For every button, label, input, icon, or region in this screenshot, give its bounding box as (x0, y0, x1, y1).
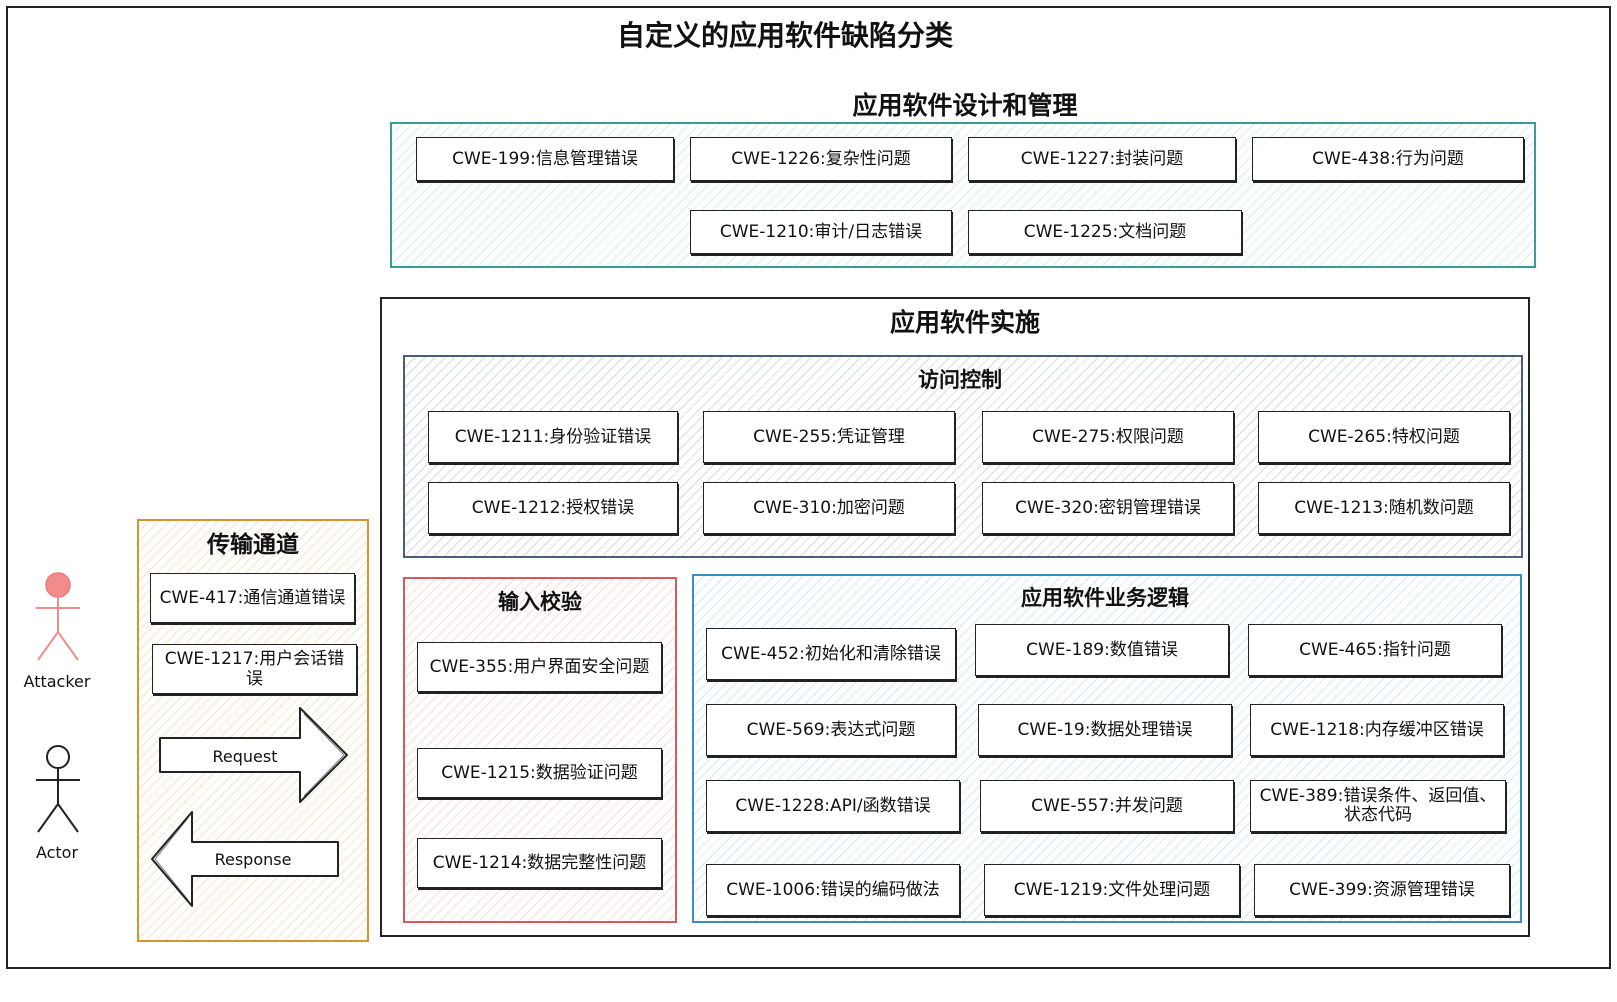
access-item: CWE-255:凭证管理 (703, 411, 955, 463)
input-item: CWE-355:用户界面安全问题 (417, 642, 662, 692)
business-item: CWE-557:并发问题 (980, 780, 1234, 832)
access-item: CWE-265:特权问题 (1258, 411, 1510, 463)
business-item: CWE-19:数据处理错误 (978, 704, 1232, 756)
access-item: CWE-320:密钥管理错误 (982, 482, 1234, 534)
input-item: CWE-1215:数据验证问题 (417, 748, 662, 798)
design-item: CWE-1225:文档问题 (968, 210, 1242, 254)
business-item: CWE-1219:文件处理问题 (984, 864, 1240, 916)
implementation-frame (380, 297, 1530, 937)
access-item: CWE-275:权限问题 (982, 411, 1234, 463)
design-item: CWE-199:信息管理错误 (416, 137, 674, 181)
input-validation-title: 输入校验 (498, 590, 582, 614)
input-item: CWE-1214:数据完整性问题 (417, 838, 662, 888)
response-arrow-icon (151, 811, 339, 907)
business-item: CWE-1006:错误的编码做法 (706, 864, 960, 916)
response-label: Response (214, 850, 292, 869)
transport-item: CWE-1217:用户会话错误 (152, 644, 357, 694)
access-item: CWE-1213:随机数问题 (1258, 482, 1510, 534)
access-item: CWE-1211:身份验证错误 (428, 411, 678, 463)
access-control-title: 访问控制 (918, 368, 1002, 392)
business-item: CWE-189:数值错误 (975, 624, 1229, 676)
actor-figure-icon (36, 745, 80, 833)
attacker-label: Attacker (23, 672, 91, 691)
actor-label: Actor (35, 843, 79, 862)
business-logic-title: 应用软件业务逻辑 (1021, 586, 1189, 610)
business-item: CWE-569:表达式问题 (706, 704, 956, 756)
design-group-title: 应用软件设计和管理 (852, 91, 1078, 120)
request-arrow-icon (159, 707, 348, 803)
business-item: CWE-465:指针问题 (1248, 624, 1502, 676)
access-item: CWE-310:加密问题 (703, 482, 955, 534)
design-item: CWE-1227:封装问题 (968, 137, 1236, 181)
business-item: CWE-1228:API/函数错误 (706, 780, 960, 832)
design-item: CWE-438:行为问题 (1252, 137, 1524, 181)
access-item: CWE-1212:授权错误 (428, 482, 678, 534)
page-title: 自定义的应用软件缺陷分类 (616, 19, 953, 52)
business-item: CWE-1218:内存缓冲区错误 (1250, 704, 1504, 756)
outer-frame (6, 6, 1611, 969)
implementation-title: 应用软件实施 (889, 308, 1040, 337)
business-item: CWE-399:资源管理错误 (1254, 864, 1510, 916)
design-item: CWE-1210:审计/日志错误 (690, 210, 952, 254)
business-item: CWE-389:错误条件、返回值、状态代码 (1250, 780, 1506, 832)
transport-title: 传输通道 (207, 532, 299, 558)
attacker-figure-icon (36, 572, 80, 661)
transport-item: CWE-417:通信通道错误 (150, 573, 355, 623)
business-item: CWE-452:初始化和清除错误 (706, 628, 956, 680)
design-item: CWE-1226:复杂性问题 (690, 137, 952, 181)
request-label: Request (212, 747, 278, 766)
